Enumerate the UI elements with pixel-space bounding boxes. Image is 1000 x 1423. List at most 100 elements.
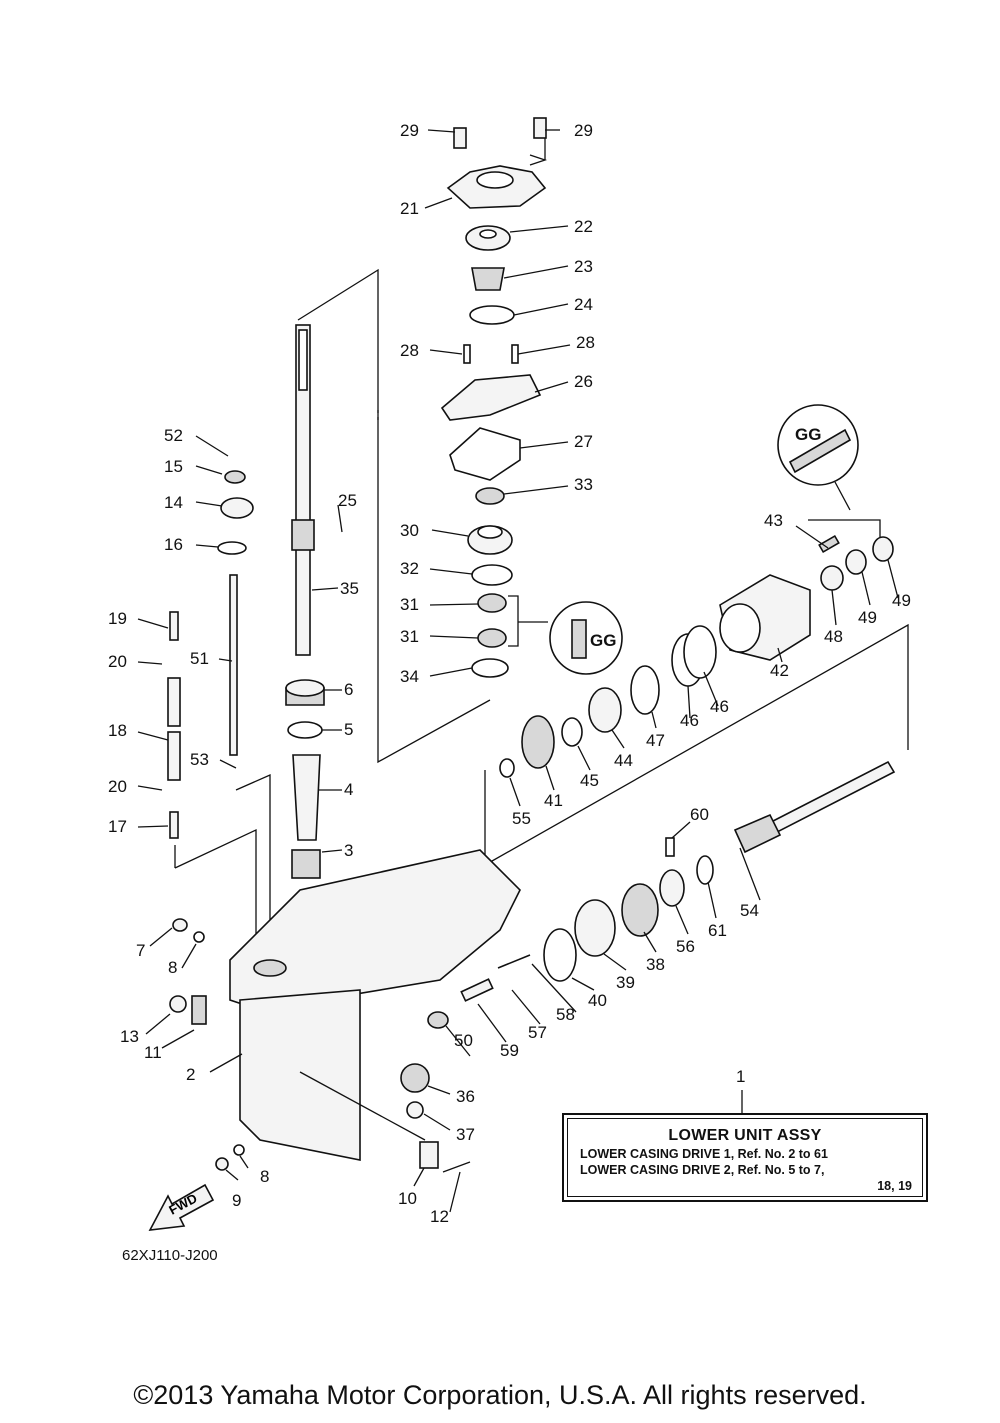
fwd-arrow-icon: FWD [148,1183,215,1231]
assy-title: LOWER UNIT ASSY [668,1127,822,1144]
shim-55 [499,758,515,778]
assy-line-1: LOWER CASING DRIVE 1, Ref. No. 2 to 61 [580,1147,828,1161]
callout-label: 41 [544,791,563,810]
callout-label: 10 [398,1189,417,1208]
lower-casing [229,849,521,1161]
oil-seal-33 [475,487,505,505]
callout-label: 20 [108,777,127,796]
callout-label: 38 [646,955,665,974]
forward-gear-38 [621,883,659,937]
callout-label: 25 [338,491,357,510]
callout-label: 26 [574,372,593,391]
sleeve-4 [292,754,321,841]
pinion-and-nut [400,1063,430,1119]
callout-label: 16 [164,535,183,554]
callout-label: 49 [892,591,911,610]
callout-label: 18 [108,721,127,740]
propeller-shaft-housing [719,574,811,661]
callout-label: 50 [454,1031,473,1050]
callout-label: 2 [186,1065,195,1084]
callout-label: 46 [710,697,729,716]
callout-label: 29 [574,121,593,140]
callout-label: 33 [574,475,593,494]
drive-shaft [291,324,315,656]
lower-unit-assy-box: LOWER UNIT ASSY LOWER CASING DRIVE 1, Re… [562,1113,928,1202]
callout-label: 27 [574,432,593,451]
callout-label: 51 [190,649,209,668]
callout-label: 17 [108,817,127,836]
shim-40 [543,928,577,982]
water-pump-housing [446,117,547,209]
leader-lines [137,129,899,1213]
callout-label: 49 [858,608,877,627]
callout-label: 29 [400,121,419,140]
svg-text:GG: GG [590,631,616,650]
water-seal-housing-30 [467,525,513,555]
shim-5 [287,721,323,739]
callout-label: 40 [588,991,607,1010]
grease-callout-upper: GG [549,601,623,675]
gasket [449,427,521,481]
callout-label: 34 [400,667,419,686]
outer-plate-cartridge [440,374,542,421]
impeller [471,267,505,291]
callout-label: 13 [120,1027,139,1046]
assembly-callout: 1 [736,1067,745,1086]
callout-label: 20 [108,652,127,671]
assy-line-3: 18, 19 [877,1179,912,1193]
needle-bearing-3 [291,849,321,879]
callout-label: 39 [616,973,635,992]
callout-label: 14 [164,493,183,512]
callout-label: 44 [614,751,633,770]
callout-label: 36 [456,1087,475,1106]
callout-labels: 29 29 21 22 23 24 28 28 26 27 33 30 32 3… [108,121,911,1226]
dog-clutch-and-pins [659,837,714,907]
callout-label: 11 [144,1043,162,1062]
prop-shaft-bearings [818,534,894,591]
callout-label: 47 [646,731,665,750]
bearing-44 [588,687,622,733]
callout-label: 42 [770,661,789,680]
callout-label: 59 [500,1041,519,1060]
callout-label: 54 [740,901,759,920]
oil-seals-31 [477,593,548,648]
callout-label: 52 [164,426,183,445]
callout-label: 55 [512,809,531,828]
callout-label: 45 [580,771,599,790]
callout-label: 12 [430,1207,449,1226]
callout-label: 8 [168,958,177,977]
callout-label: 23 [574,257,593,276]
callout-label: 4 [344,780,353,799]
o-ring-32 [471,564,513,586]
callout-label: 46 [680,711,699,730]
callout-label: 53 [190,750,209,769]
callout-label: 61 [708,921,727,940]
assy-line-2: LOWER CASING DRIVE 2, Ref. No. 5 to 7, [580,1163,825,1177]
propeller-shaft-54 [733,760,896,854]
drive-shaft-bushing-6 [285,679,325,706]
dowel-pins [463,344,519,364]
water-pump-insert-cartridge [465,225,511,251]
shift-rod-parts [217,470,254,756]
water-tube-parts [167,611,181,839]
copyright-notice: ©2013 Yamaha Motor Corporation, U.S.A. A… [133,1380,867,1410]
callout-label: 15 [164,457,183,476]
callout-label: 5 [344,720,353,739]
callout-label: 37 [456,1125,475,1144]
gasket-34 [471,658,509,678]
bearing-39 [574,899,616,957]
callout-label: 32 [400,559,419,578]
callout-label: 31 [400,627,419,646]
callout-label: 48 [824,627,843,646]
callout-label: 28 [576,333,595,352]
callout-label: 7 [136,941,145,960]
svg-text:GG: GG [795,425,821,444]
callout-label: 57 [528,1023,547,1042]
grease-callout-lower: GG [777,404,859,511]
reverse-gear-41 [521,715,555,769]
callout-label: 24 [574,295,593,314]
shims-46-47 [630,625,717,715]
callout-label: 6 [344,680,353,699]
reference-lines [174,132,909,980]
callout-label: 8 [260,1167,269,1186]
